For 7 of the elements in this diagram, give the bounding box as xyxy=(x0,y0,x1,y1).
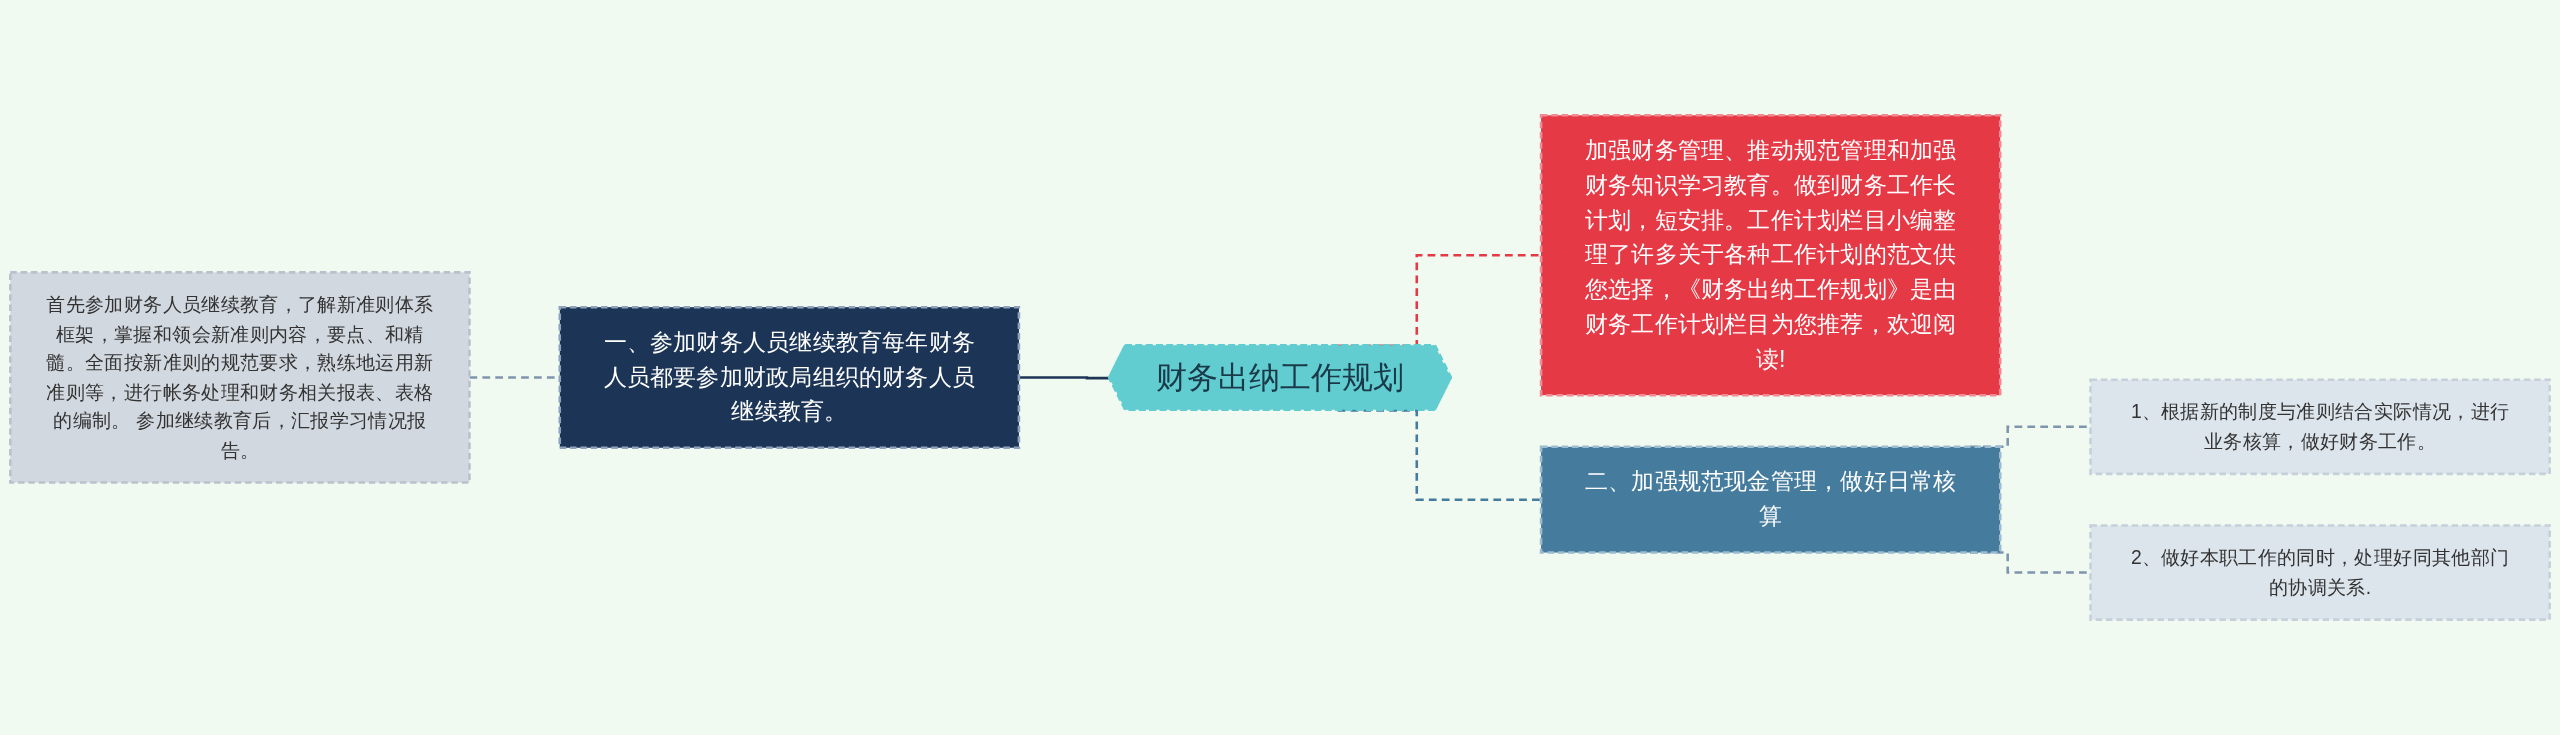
node-box: 2、做好本职工作的同时，处理好同其他部门的协调关系. xyxy=(2089,524,2551,621)
node-box: 一、参加财务人员继续教育每年财务人员都要参加财政局组织的财务人员继续教育。 xyxy=(558,305,1021,450)
node-box: 二、加强规范现金管理，做好日常核算 xyxy=(1539,445,2002,554)
node-box: 加强财务管理、推动规范管理和加强财务知识学习教育。做到财务工作长计划，短安排。工作计划栏目小编整理了许多关于各种工作计划的范文供您选择，《财务出纳工作规划》是由财务工作计划栏目为您推荐，欢迎阅读! xyxy=(1539,114,2002,397)
connector xyxy=(1018,376,1110,380)
node-box: 1、根据新的制度与准则结合实际情况，进行业务核算，做好财务工作。 xyxy=(2089,378,2551,476)
node-box: 首先参加财务人员继续教育，了解新准则体系框架，掌握和领会新准则内容，要点、和精髓。全面按新准则的规范要求，熟练地运用新准则等，进行帐务处理和财务相关报表、表格的编制。 参加继续教育后，汇报学习情况报告。 xyxy=(9,271,471,484)
